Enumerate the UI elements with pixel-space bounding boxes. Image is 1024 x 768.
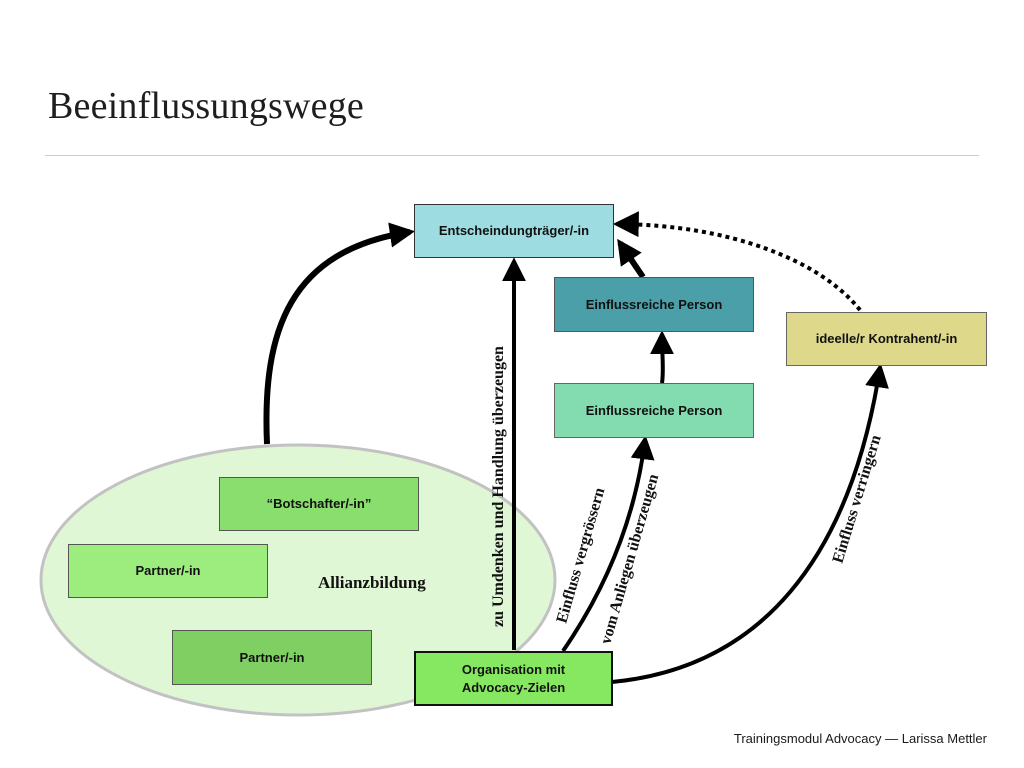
node-organisation[interactable]: Organisation mit Advocacy-Zielen <box>414 651 613 706</box>
edge-label-increase-influence: Einfluss vergrössern <box>554 486 609 625</box>
arrow-influential-bottom-to-top <box>650 330 675 384</box>
alliance-ellipse <box>39 443 557 717</box>
arrow-alliance-to-decision-maker <box>263 222 415 445</box>
node-organisation-label-line1: Organisation mit <box>461 661 566 677</box>
node-partner-2-label: Partner/-in <box>239 649 305 665</box>
node-partner-1[interactable]: Partner/-in <box>68 544 268 598</box>
node-decision-maker-label: Entscheindungträger/-in <box>438 223 590 239</box>
title-divider <box>45 155 979 156</box>
node-influential-person-bottom[interactable]: Einflussreiche Person <box>554 383 754 438</box>
node-influential-person-bottom-label: Einflussreiche Person <box>585 402 723 418</box>
arrow-organisation-to-influential-bottom <box>561 435 655 653</box>
footer-credit: Trainingsmodul Advocacy — Larissa Mettle… <box>733 731 987 746</box>
node-opponent[interactable]: ideelle/r Kontrahent/-in <box>786 312 987 366</box>
edge-label-convince-action: zu Umdenken und Handlung überzeugen <box>490 346 507 627</box>
edge-label-convince-cause: vom Anliegen überzeugen <box>598 472 663 646</box>
node-ambassador[interactable]: “Botschafter/-in” <box>219 477 419 531</box>
node-partner-2[interactable]: Partner/-in <box>172 630 372 685</box>
node-organisation-label-line2: Advocacy-Zielen <box>461 679 566 695</box>
arrow-influential-top-to-decision-maker <box>617 238 646 279</box>
alliance-label: Allianzbildung <box>318 573 426 592</box>
edge-label-reduce-influence: Einfluss verringern <box>830 433 885 565</box>
arrow-organisation-to-opponent <box>611 363 889 684</box>
node-ambassador-label: “Botschafter/-in” <box>266 496 372 512</box>
node-decision-maker[interactable]: Entscheindungträger/-in <box>414 204 614 258</box>
node-partner-1-label: Partner/-in <box>135 563 201 579</box>
page-title: Beeinflussungswege <box>48 85 364 127</box>
node-influential-person-top[interactable]: Einflussreiche Person <box>554 277 754 332</box>
node-influential-person-top-label: Einflussreiche Person <box>585 296 723 312</box>
node-opponent-label: ideelle/r Kontrahent/-in <box>815 331 958 347</box>
arrow-opponent-to-decision-maker-dotted <box>612 211 862 312</box>
